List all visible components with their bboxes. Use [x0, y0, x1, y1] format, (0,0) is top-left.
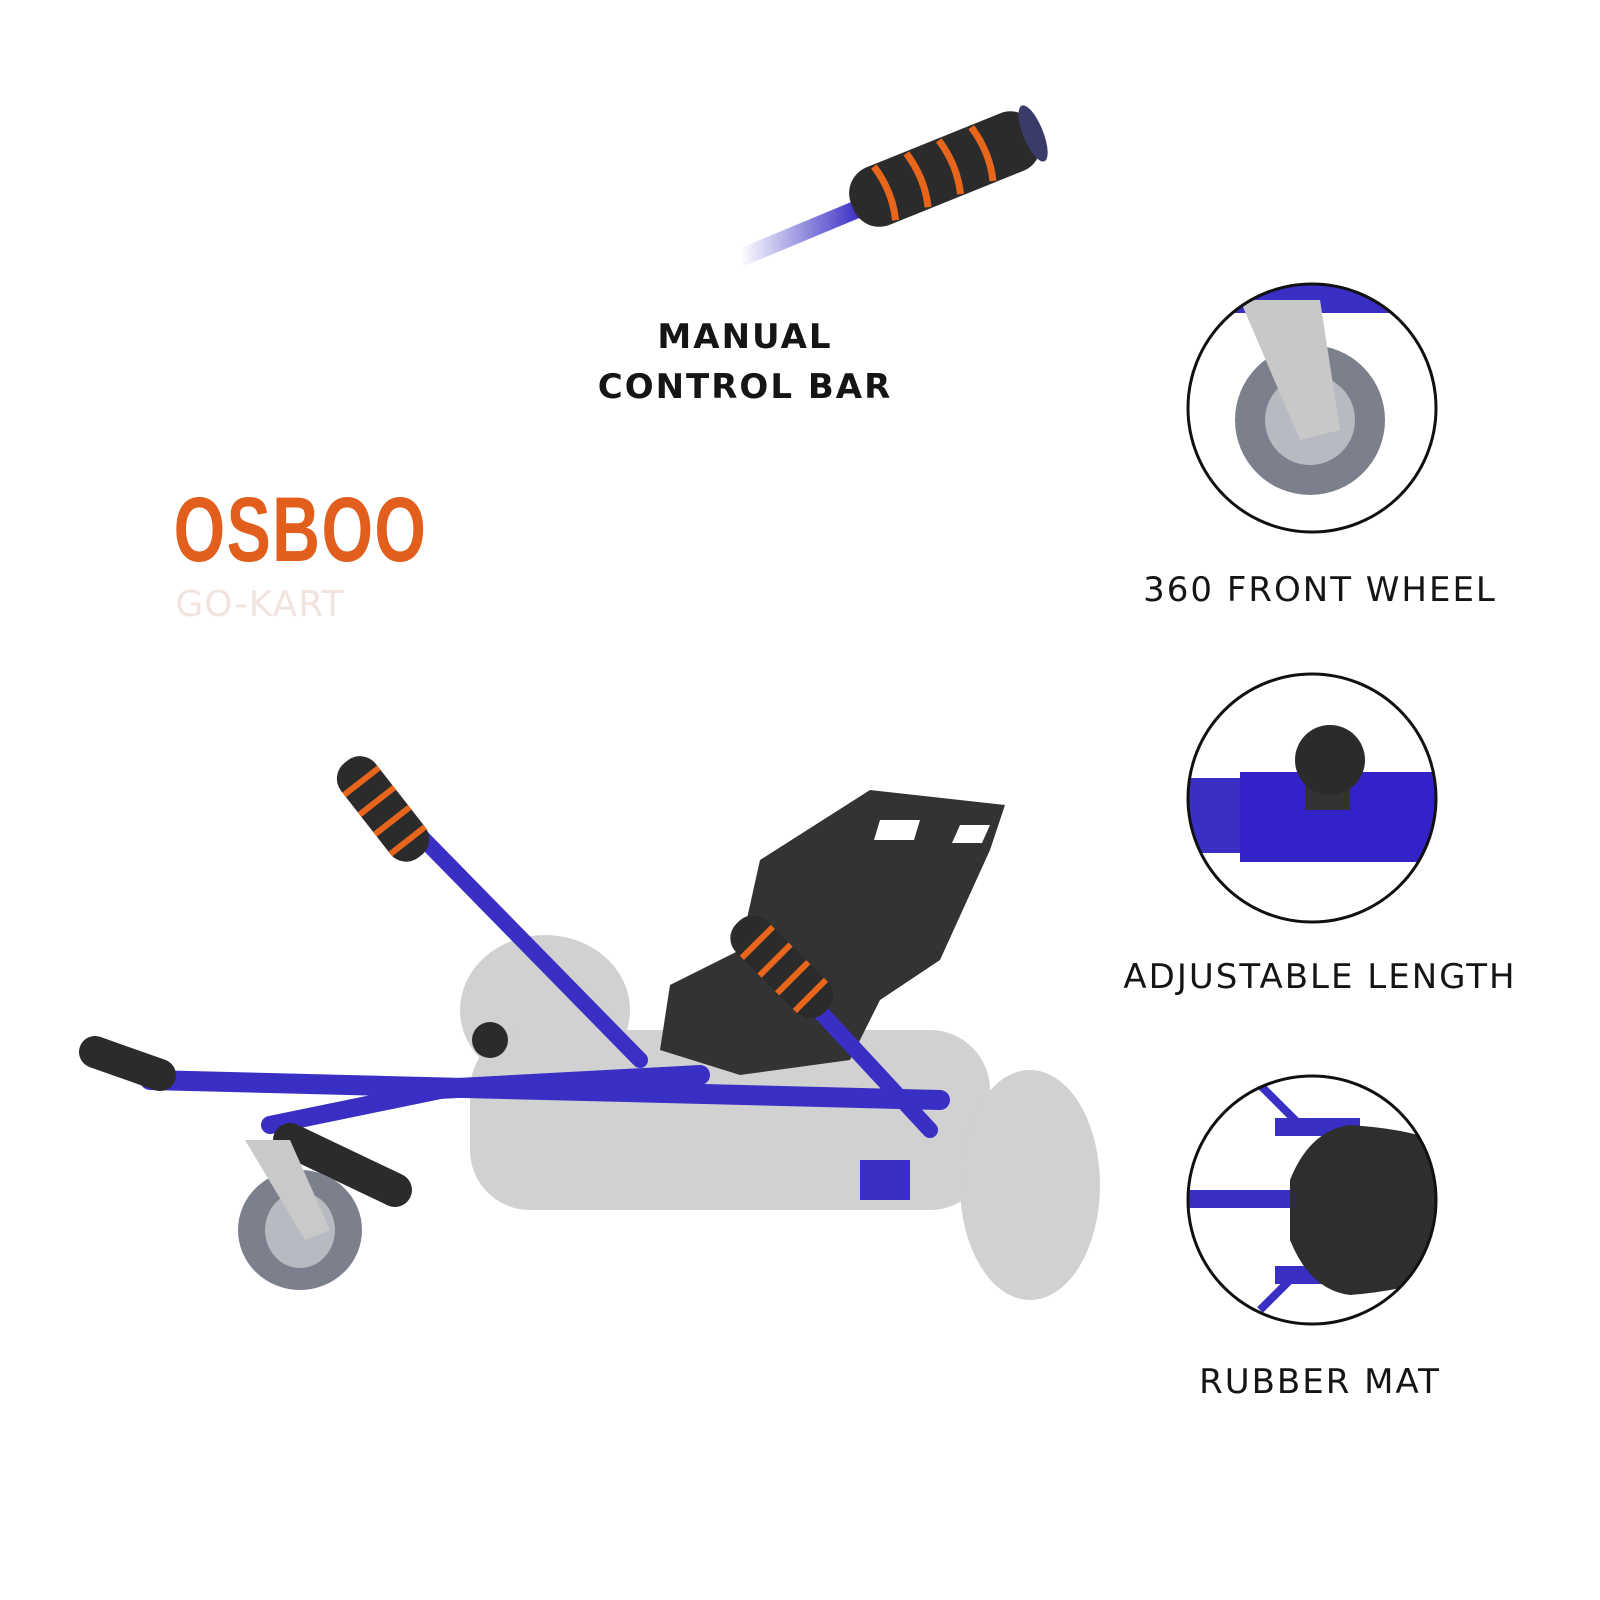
adjustable-length-label: ADJUSTABLE LENGTH: [1123, 957, 1517, 997]
control-bar-closeup: [731, 105, 1048, 267]
adjustable-length-detail: [1186, 672, 1438, 924]
brand-logo: OSBOO GO-KART: [140, 479, 428, 625]
control-bar-label-line1: MANUAL: [657, 317, 833, 357]
control-bar-label-line2: CONTROL BAR: [597, 367, 893, 407]
logo-brand: OSBOO: [173, 479, 428, 581]
kart-grips: [79, 756, 834, 1207]
front-wheel-label: 360 FRONT WHEEL: [1143, 570, 1497, 610]
kart-seat: [660, 790, 1005, 1075]
logo-subtitle: GO-KART: [175, 584, 345, 625]
rubber-mat-label: RUBBER MAT: [1199, 1362, 1441, 1402]
caster-wheel: [238, 1140, 362, 1290]
rubber-mat-detail: [1186, 1074, 1438, 1326]
front-wheel-detail: [1186, 282, 1438, 534]
control-bar-label: MANUAL CONTROL BAR: [560, 312, 930, 412]
